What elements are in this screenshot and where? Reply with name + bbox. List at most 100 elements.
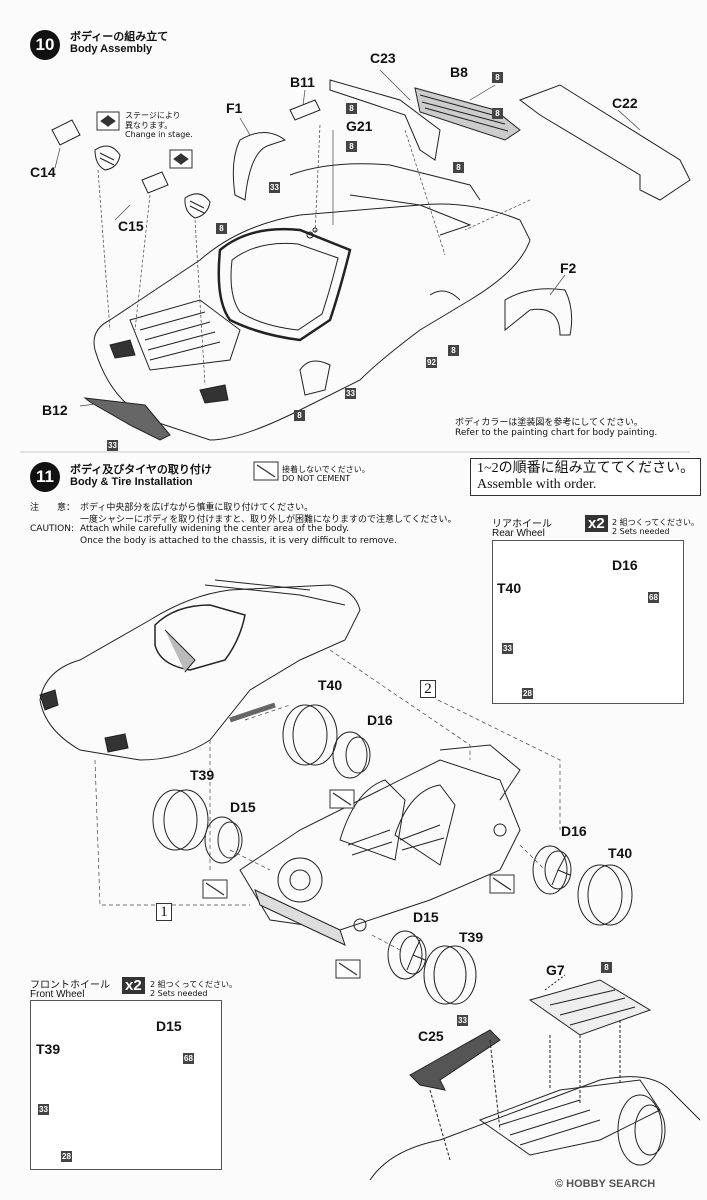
part-label-b11: B11 bbox=[290, 74, 315, 90]
part-label-d15: D15 bbox=[230, 799, 256, 815]
paint-badge: 8 bbox=[453, 162, 464, 173]
front-wheel-panel bbox=[30, 1000, 222, 1170]
part-label-d15: D15 bbox=[413, 909, 439, 925]
c14-cover-drawing bbox=[51, 119, 121, 171]
c22-spoiler-drawing bbox=[518, 84, 691, 201]
part-label-f1: F1 bbox=[226, 100, 243, 116]
watermark-text: HOBBY SEARCH bbox=[566, 1178, 656, 1190]
caution-text-jp-2: 一度シャシーにボディを取り付けますと、取り外しが困難になりますので注意してくださ… bbox=[80, 515, 457, 525]
paint-badge: 8 bbox=[216, 223, 227, 234]
f1-fender-drawing bbox=[232, 132, 287, 201]
paint-badge: 33 bbox=[345, 388, 356, 399]
step10-leader-lines bbox=[54, 69, 641, 407]
paint-note-jp: ボディカラーは塗装図を参考にしてください。 bbox=[455, 418, 643, 428]
part-label-b12: B12 bbox=[42, 402, 68, 418]
watermark: © HOBBY SEARCH bbox=[555, 1178, 655, 1190]
paint-badge: 28 bbox=[61, 1151, 72, 1162]
part-label-t40: T40 bbox=[318, 677, 343, 693]
rear-tire-label: T40 bbox=[497, 580, 522, 596]
part-label-b8: B8 bbox=[450, 64, 468, 80]
c15-cover-drawing bbox=[141, 171, 211, 219]
step-number-badge: 11 bbox=[30, 462, 60, 492]
upper-body-drawing bbox=[39, 579, 361, 761]
paint-badge: 8 bbox=[492, 72, 503, 83]
c23-wing-drawing bbox=[329, 79, 441, 161]
b8-louver-drawing bbox=[414, 87, 521, 141]
under-chassis-drawing bbox=[369, 1020, 701, 1181]
paint-badge: 8 bbox=[346, 141, 357, 152]
part-label-g7: G7 bbox=[546, 962, 565, 978]
sets-note-jp: 2 組つくってください。 bbox=[612, 518, 699, 527]
stage-note-en: Change in stage. bbox=[125, 130, 193, 139]
rear-wheel-title-en: Rear Wheel bbox=[492, 528, 545, 539]
order-number-box: 2 bbox=[420, 680, 436, 698]
part-label-d16: D16 bbox=[561, 823, 587, 839]
caution-text-en-2: Once the body is attached to the chassis… bbox=[80, 536, 397, 546]
multiplier-badge: x2 bbox=[122, 977, 145, 994]
step-title-jp: ボディ及びタイヤの取り付け bbox=[70, 463, 212, 476]
rear-wheel-label: D16 bbox=[612, 557, 638, 573]
f2-fender-drawing bbox=[504, 288, 573, 336]
paint-badge: 92 bbox=[426, 357, 437, 368]
paint-badge: 8 bbox=[601, 962, 612, 973]
part-label-c25: C25 bbox=[418, 1028, 444, 1044]
order-note-jp: 1~2の順番に組み立ててください。 bbox=[477, 461, 695, 476]
caution-label-en: CAUTION: bbox=[30, 524, 75, 534]
rear-wheel-panel bbox=[492, 540, 684, 704]
order-number-box: 1 bbox=[156, 903, 172, 921]
no-cement-icons bbox=[202, 461, 515, 979]
paint-badge: 8 bbox=[448, 345, 459, 356]
part-label-t39: T39 bbox=[190, 767, 215, 783]
b12-grille-drawing bbox=[83, 397, 171, 441]
paint-badge: 8 bbox=[346, 103, 357, 114]
body-shell-drawing bbox=[93, 163, 531, 441]
caution-label-jp: 注 意： bbox=[30, 503, 76, 513]
tires-drawing bbox=[152, 704, 633, 1005]
copyright-mark: © bbox=[555, 1178, 564, 1190]
chassis-drawing bbox=[239, 744, 521, 946]
no-cement-note-en: DO NOT CEMENT bbox=[282, 474, 351, 483]
paint-badge: 33 bbox=[107, 440, 118, 451]
paint-badge: 33 bbox=[502, 643, 513, 654]
step-title-jp: ボディーの組み立て bbox=[70, 30, 169, 43]
part-label-t40: T40 bbox=[608, 845, 633, 861]
paint-badge: 33 bbox=[269, 182, 280, 193]
stage-note-jp-1: ステージにより bbox=[125, 111, 181, 120]
sets-note-en: 2 Sets needed bbox=[612, 527, 670, 536]
caution-text-en-1: Attach while carefully widening the cent… bbox=[80, 524, 350, 534]
sets-note-en: 2 Sets needed bbox=[150, 989, 208, 998]
step11-dashed-guides bbox=[94, 649, 561, 951]
paint-badge: 33 bbox=[38, 1104, 49, 1115]
paint-badge: 28 bbox=[522, 688, 533, 699]
part-label-c15: C15 bbox=[118, 218, 144, 234]
part-label-d16: D16 bbox=[367, 712, 393, 728]
paint-badge: 68 bbox=[183, 1053, 194, 1064]
front-tire-label: T39 bbox=[36, 1041, 61, 1057]
part-label-c14: C14 bbox=[30, 164, 56, 180]
order-note-en: Assemble with order. bbox=[477, 477, 597, 492]
no-cement-note-jp: 接着しないでください。 bbox=[282, 465, 370, 474]
caution-text-jp-1: ボディ中央部分を広げながら慎重に取り付けてください。 bbox=[80, 503, 314, 513]
part-label-g21: G21 bbox=[346, 118, 373, 134]
step-number-badge: 10 bbox=[30, 30, 60, 60]
g7-panel-drawing bbox=[528, 974, 652, 1036]
stage-arrows-drawing bbox=[96, 111, 193, 169]
part-label-t39: T39 bbox=[459, 929, 484, 945]
c25-part-drawing bbox=[409, 1029, 501, 1091]
part-label-f2: F2 bbox=[560, 260, 577, 276]
paint-badge: 8 bbox=[492, 108, 503, 119]
front-wheel-title-jp: フロントホイール bbox=[30, 980, 110, 991]
step-title-en: Body & Tire Installation bbox=[70, 476, 193, 488]
assembly-order-box: 1~2の順番に組み立ててください。 Assemble with order. bbox=[470, 458, 702, 496]
paint-badge: 68 bbox=[648, 592, 659, 603]
step-title-en: Body Assembly bbox=[70, 43, 153, 55]
front-wheel-label: D15 bbox=[156, 1018, 182, 1034]
b11-part-drawing bbox=[289, 99, 321, 121]
stage-note-jp-2: 異なります。 bbox=[125, 121, 173, 130]
rear-wheel-title-jp: リアホイール bbox=[492, 519, 552, 530]
paint-badge: 8 bbox=[294, 410, 305, 421]
paint-note-en: Refer to the painting chart for body pai… bbox=[455, 428, 658, 438]
part-label-c22: C22 bbox=[612, 95, 638, 111]
part-label-c23: C23 bbox=[370, 50, 396, 66]
